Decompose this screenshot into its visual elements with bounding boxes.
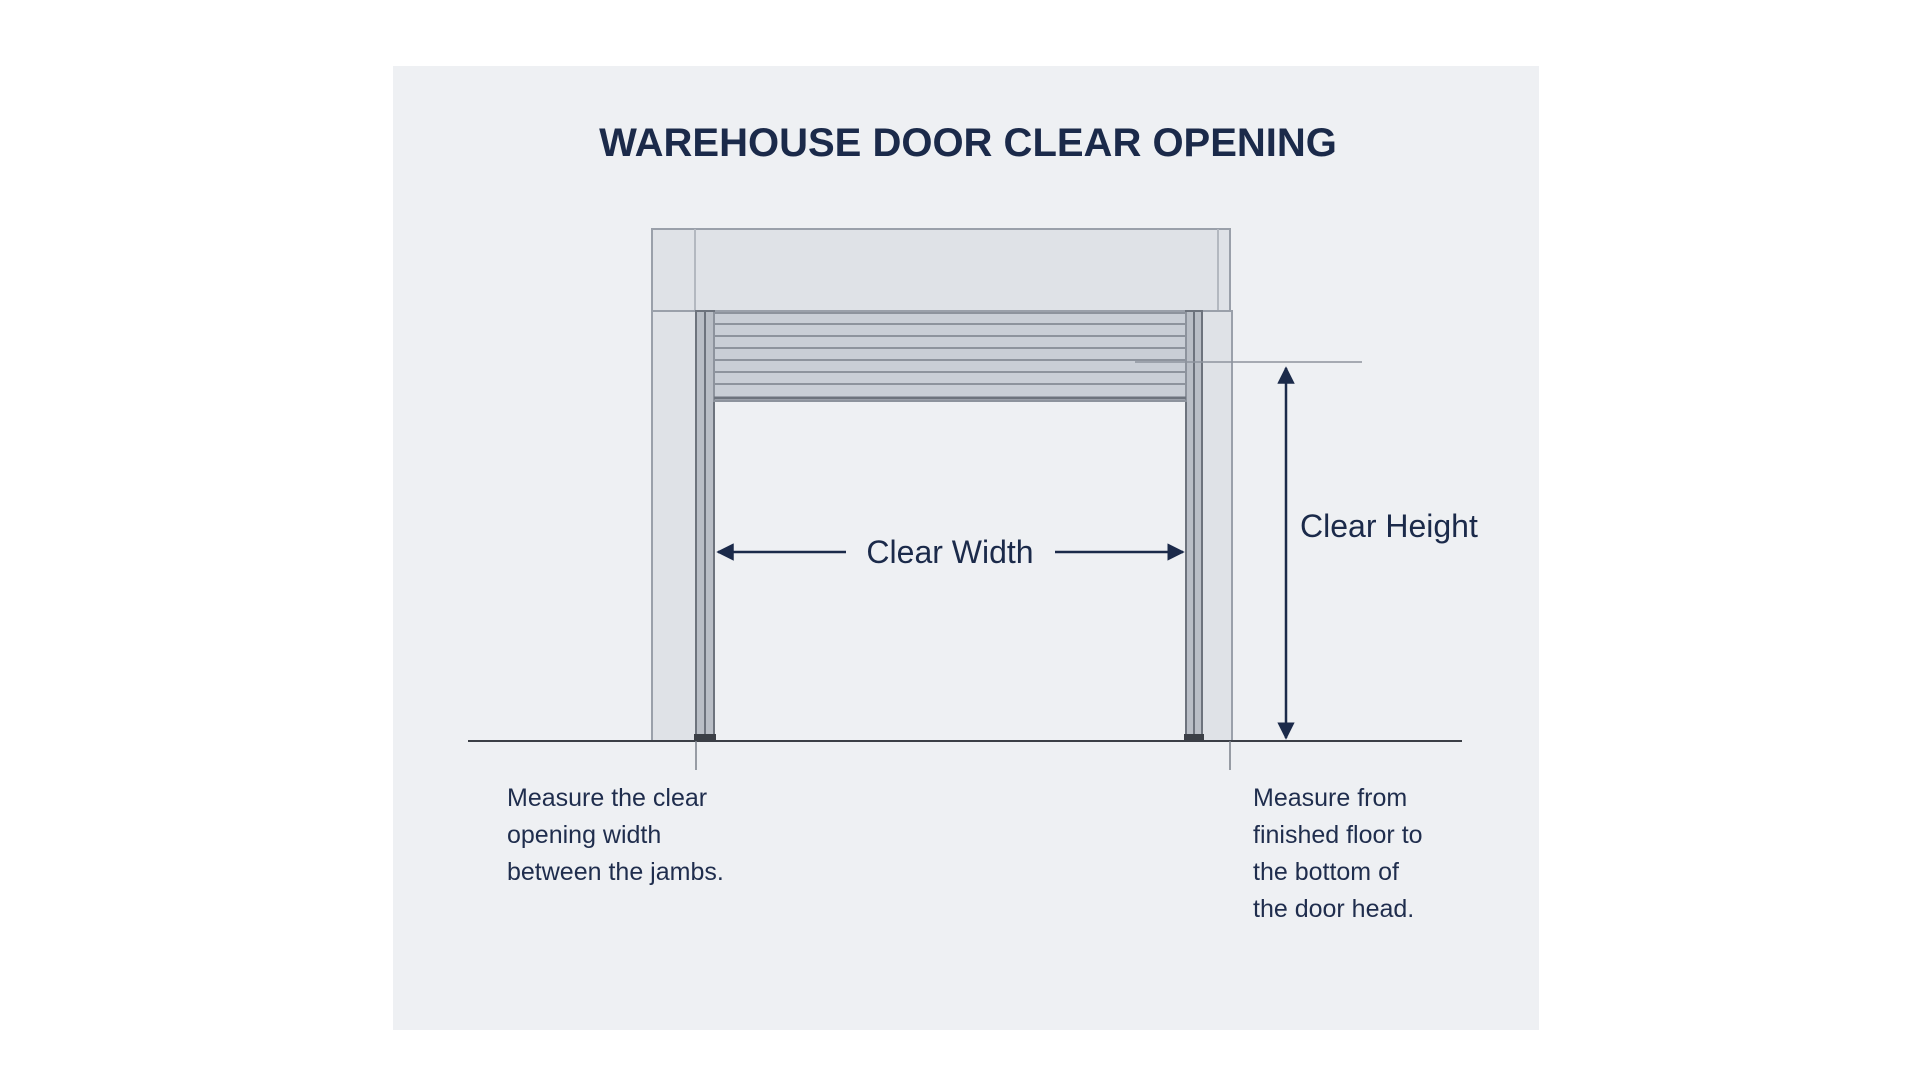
width-note-line-2: opening width [507, 821, 661, 849]
door-head [651, 228, 1231, 312]
width-note-line-1: Measure the clear [507, 784, 707, 812]
left-wall-column [651, 310, 697, 742]
clear-height-label: Clear Height [1300, 508, 1478, 544]
diagram-panel [393, 66, 1539, 1030]
height-note: Measure from finished floor to the botto… [1253, 784, 1423, 923]
height-note-line-3: the bottom of [1253, 858, 1399, 886]
right-wall-column [1201, 310, 1233, 742]
width-note: Measure the clear opening width between … [507, 784, 724, 886]
width-note-line-3: between the jambs. [507, 858, 724, 886]
diagram-title: WAREHOUSE DOOR CLEAR OPENING [599, 121, 1337, 165]
height-note-line-2: finished floor to [1253, 821, 1423, 849]
clear-width-label: Clear Width [866, 534, 1033, 570]
left-jamb [694, 310, 716, 742]
height-note-line-4: the door head. [1253, 895, 1414, 923]
height-note-line-1: Measure from [1253, 784, 1407, 812]
right-jamb [1184, 310, 1204, 742]
rolled-door-curtain [713, 312, 1187, 402]
